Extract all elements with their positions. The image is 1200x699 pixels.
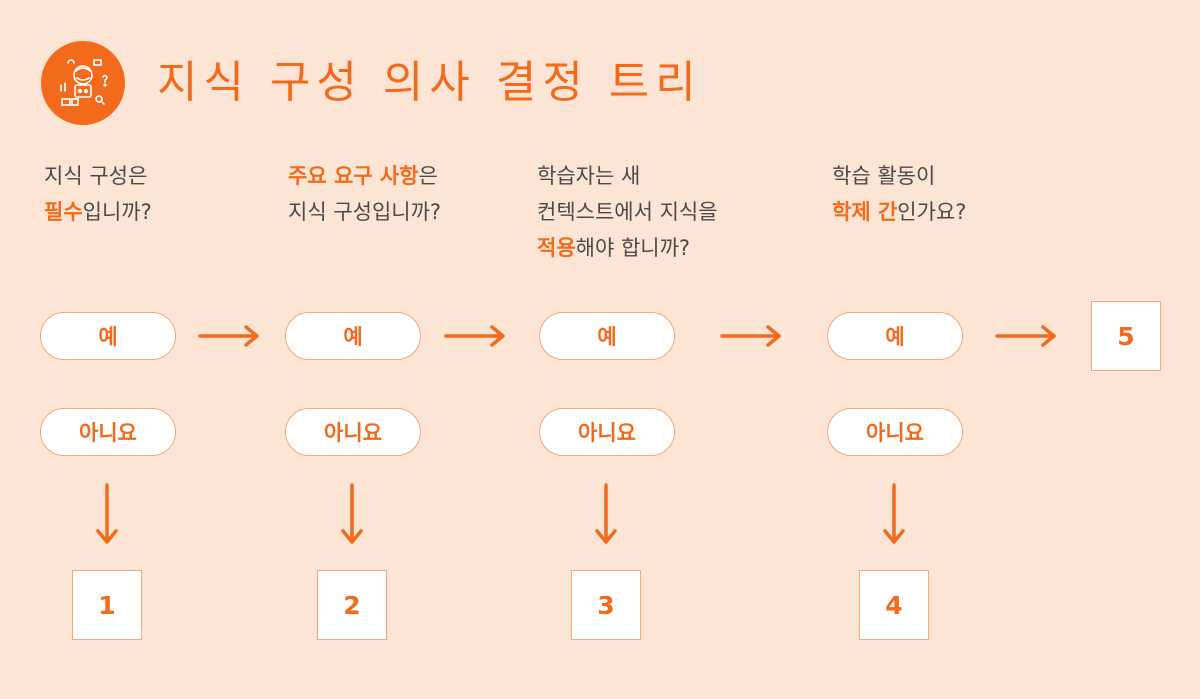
arrow-right-icon <box>444 325 505 347</box>
question-line: 지식 구성입니까? <box>288 194 441 230</box>
question-line: 주요 요구 사항은 <box>288 158 441 194</box>
logo <box>41 41 125 125</box>
result-box-2: 2 <box>317 570 387 640</box>
arrow-down-icon <box>341 483 363 544</box>
question-text: 은 <box>418 164 438 188</box>
question-text: 학습자는 새 <box>537 164 641 188</box>
result-box-1: 1 <box>72 570 142 640</box>
question-line: 학습 활동이 <box>832 158 966 194</box>
question-text: 학습 활동이 <box>832 164 936 188</box>
question-text: 컨텍스트에서 지식을 <box>537 200 718 224</box>
highlight-text: 필수 <box>44 200 83 224</box>
highlight-text: 학제 간 <box>832 200 898 224</box>
question-line: 학제 간인가요? <box>832 194 966 230</box>
yes-button-1[interactable]: 예 <box>40 312 176 360</box>
arrow-right-icon <box>720 325 781 347</box>
question-line: 학습자는 새 <box>537 158 718 194</box>
arrow-right-icon <box>198 325 259 347</box>
result-box-5: 5 <box>1091 301 1161 371</box>
page-title: 지식 구성 의사 결정 트리 <box>157 57 702 108</box>
question-line: 적용해야 합니까? <box>537 230 718 266</box>
no-button-3[interactable]: 아니요 <box>539 408 675 456</box>
no-button-4[interactable]: 아니요 <box>827 408 963 456</box>
arrow-down-icon <box>96 483 118 544</box>
question-line: 지식 구성은 <box>44 158 152 194</box>
question-text: 해야 합니까? <box>575 236 691 260</box>
brain-robot-icon <box>60 59 108 106</box>
question-line: 컨텍스트에서 지식을 <box>537 194 718 230</box>
yes-button-4[interactable]: 예 <box>827 312 963 360</box>
highlight-text: 적용 <box>537 236 576 260</box>
no-button-2[interactable]: 아니요 <box>285 408 421 456</box>
highlight-text: 주요 요구 사항 <box>288 164 419 188</box>
result-box-3: 3 <box>571 570 641 640</box>
arrow-down-icon <box>595 483 617 544</box>
question-text: 지식 구성은 <box>44 164 148 188</box>
arrow-down-icon <box>883 483 905 544</box>
question-text: 인가요? <box>897 200 967 224</box>
result-box-4: 4 <box>859 570 929 640</box>
no-button-1[interactable]: 아니요 <box>40 408 176 456</box>
question-text: 입니까? <box>82 200 152 224</box>
yes-button-2[interactable]: 예 <box>285 312 421 360</box>
question-text: 지식 구성입니까? <box>288 200 442 224</box>
yes-button-3[interactable]: 예 <box>539 312 675 360</box>
arrow-right-icon <box>995 325 1056 347</box>
question-line: 필수입니까? <box>44 194 152 230</box>
